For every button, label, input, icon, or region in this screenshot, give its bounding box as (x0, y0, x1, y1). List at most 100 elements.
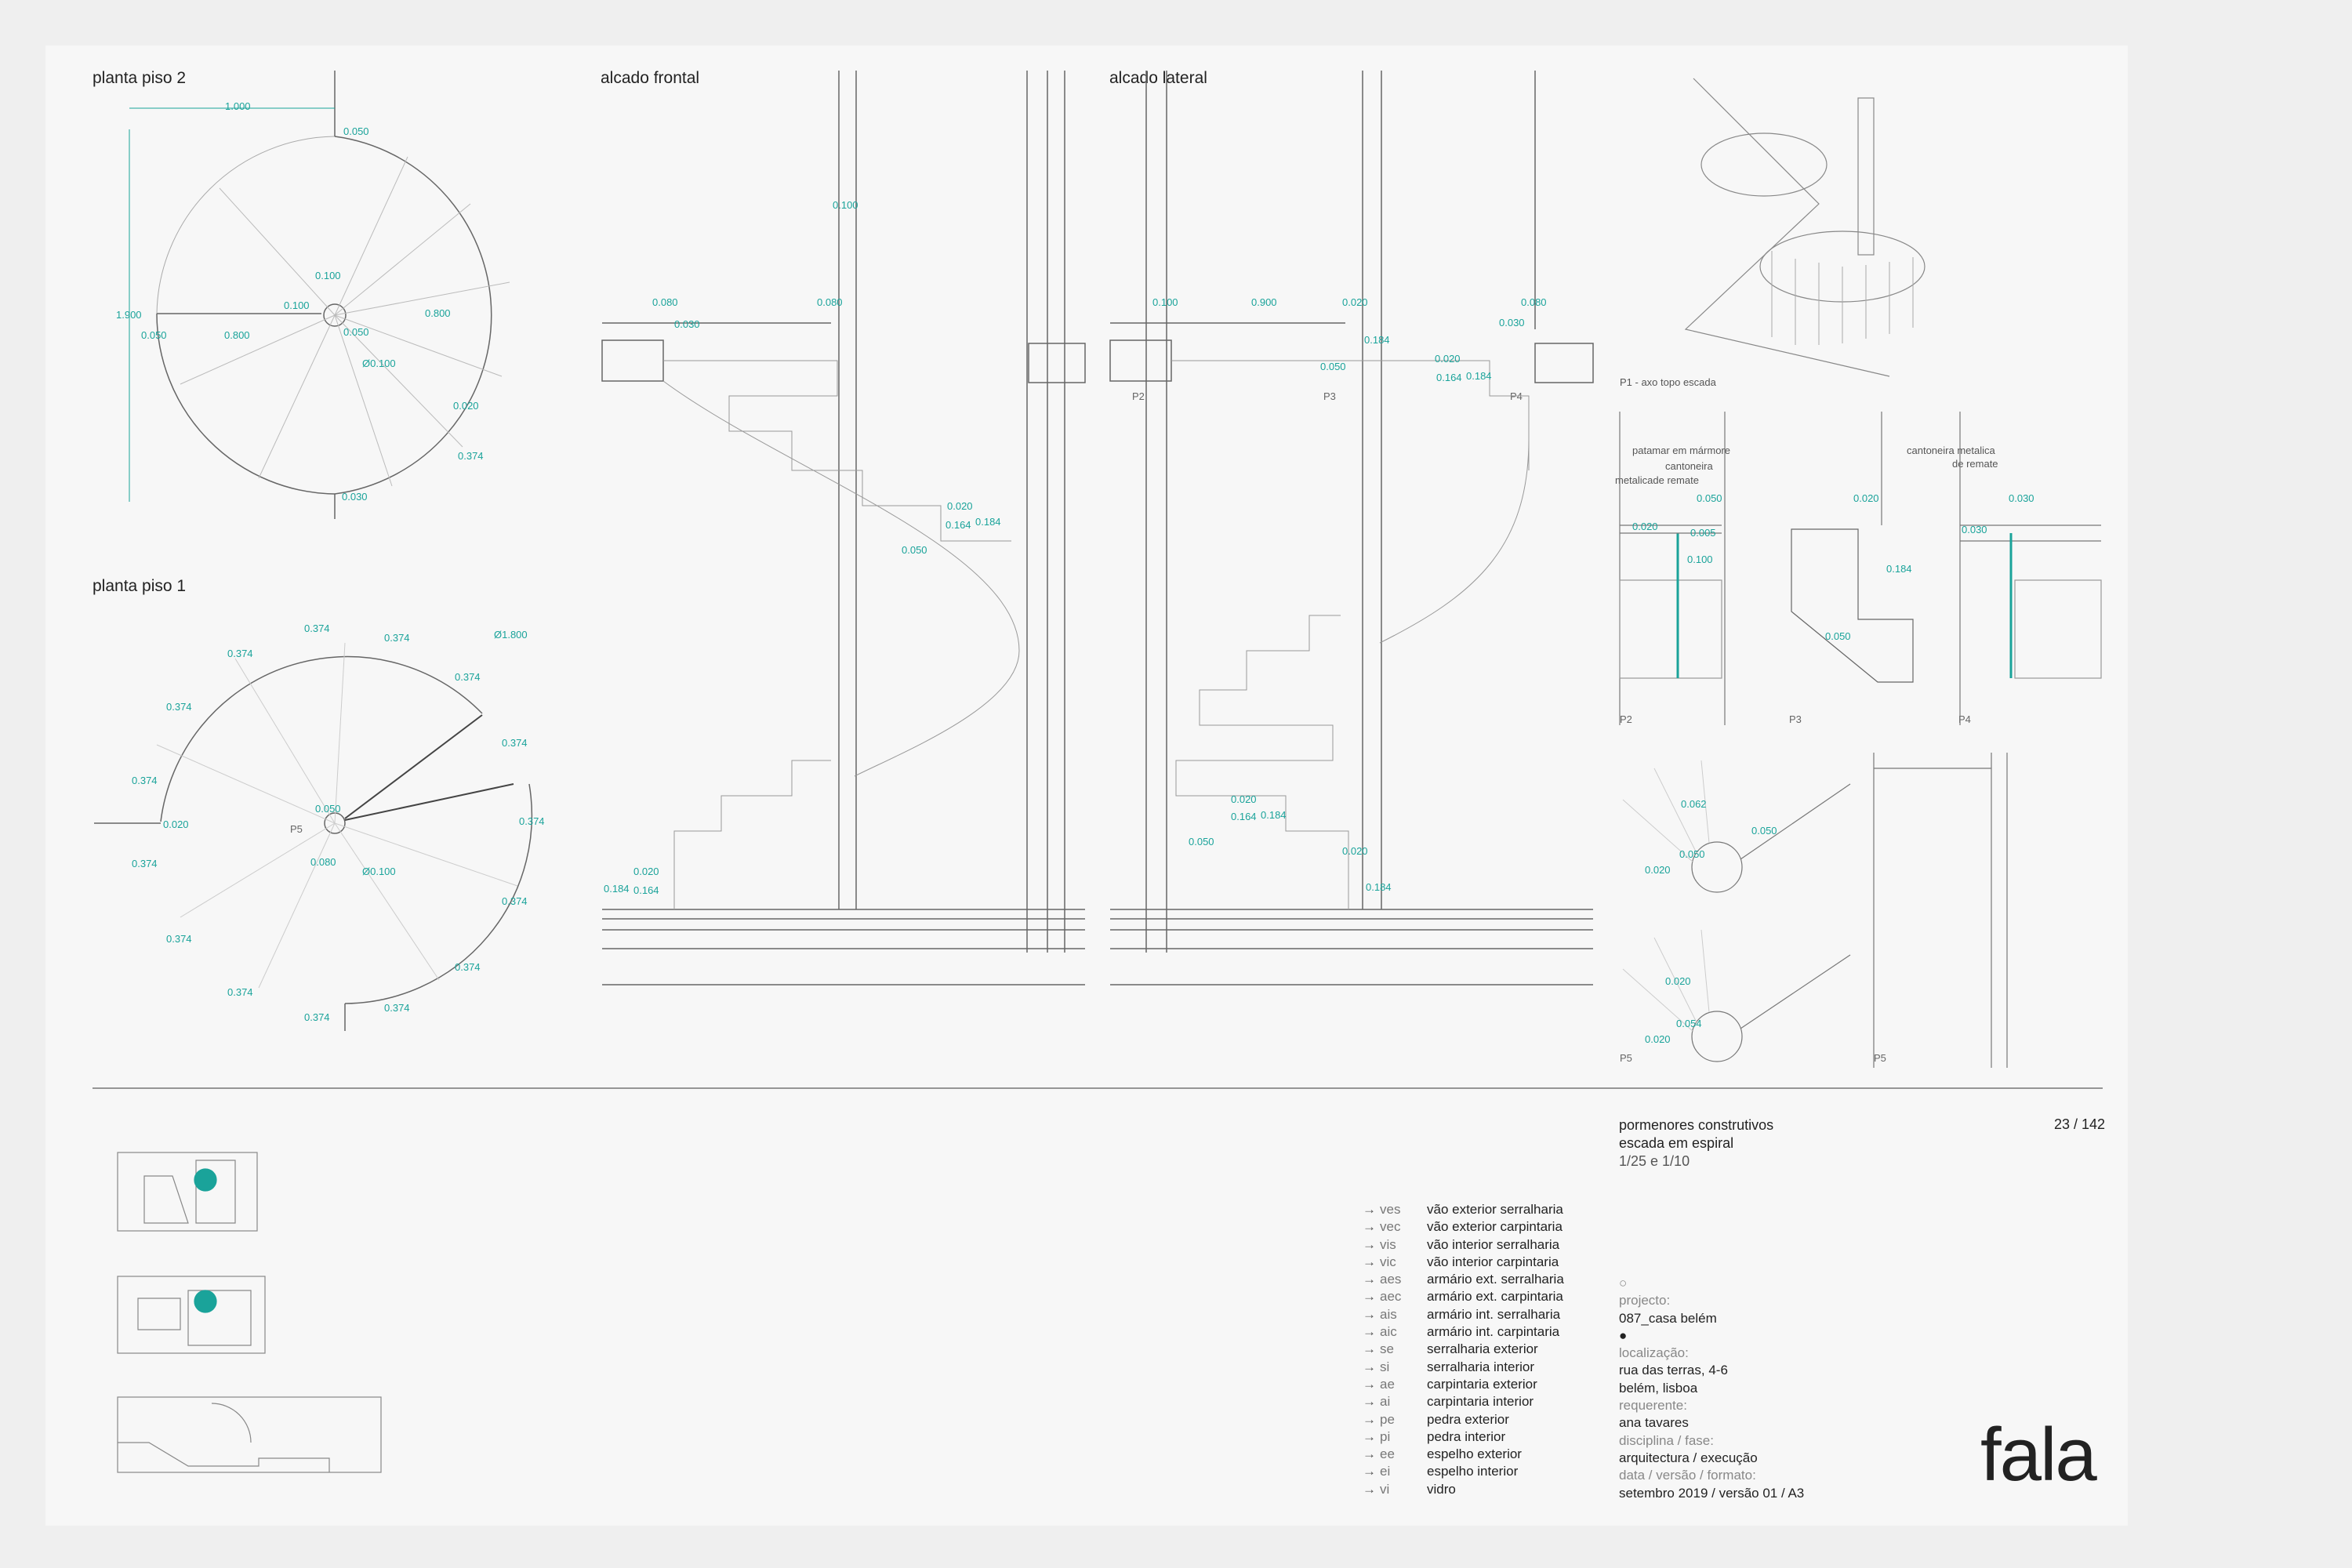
label-planta-piso-2: planta piso 2 (93, 69, 187, 87)
dim-p2-8: 0.050 (141, 329, 167, 341)
legend-text: armário ext. serralharia (1427, 1272, 1564, 1287)
legend-text: serralharia interior (1427, 1359, 1534, 1374)
legend-text: carpintaria interior (1427, 1394, 1534, 1410)
dim-f-7: 0.184 (975, 516, 1001, 528)
dim-d-13: 0.020 (1645, 864, 1671, 876)
legend-text: espelho interior (1427, 1464, 1519, 1479)
label-planta-piso-1: planta piso 1 (93, 577, 187, 595)
dim-d-14: 0.020 (1665, 975, 1691, 987)
legend-text: vão exterior serralharia (1427, 1202, 1563, 1217)
plan-piso-2-dims: 1.000 0.050 0.100 0.100 0.050 0.800 1.90… (116, 100, 484, 503)
dim-l-13: 0.184 (1261, 809, 1287, 821)
data-value: setembro 2019 / versão 01 / A3 (1619, 1485, 1805, 1501)
legend-code: vic (1380, 1254, 1396, 1269)
dim-l-3: 0.020 (1342, 296, 1368, 308)
marker-filled: ● (1619, 1327, 1628, 1343)
dim-d-4: 0.100 (1687, 554, 1713, 565)
note-patamar: patamar em mármore (1632, 445, 1730, 456)
arrow-right-icon: → (1363, 1394, 1376, 1410)
projecto-value: 087_casa belém (1619, 1310, 1717, 1326)
arrow-right-icon: → (1363, 1428, 1376, 1444)
dim-p2-6: 0.800 (425, 307, 451, 319)
disciplina-label: disciplina / fase: (1619, 1432, 1714, 1448)
dim-d-2: 0.020 (1632, 521, 1658, 532)
arrow-right-icon: → (1363, 1481, 1376, 1497)
key-plan-1 (117, 1152, 258, 1232)
dim-p1-15: 0.374 (227, 986, 253, 998)
dim-f-1: 0.100 (833, 199, 858, 211)
dim-p1-18: 0.050 (315, 803, 341, 815)
localizacao-value-2: belém, lisboa (1619, 1380, 1698, 1396)
dim-l-11: 0.020 (1231, 793, 1257, 805)
legend-text: espelho exterior (1427, 1446, 1522, 1462)
legend-code: aes (1380, 1272, 1402, 1287)
dim-p2-9: 0.800 (224, 329, 250, 341)
dim-p1-19: P5 (290, 823, 303, 835)
details-p5 (1622, 753, 2008, 1068)
arrow-right-icon: → (1363, 1202, 1376, 1217)
dim-l-6: 0.020 (1435, 353, 1461, 365)
dim-d-8: 0.030 (1962, 524, 1987, 535)
section-p2-elev: P2 (1132, 390, 1145, 402)
dim-f-4: 0.080 (817, 296, 843, 308)
legend-text: pedra interior (1427, 1428, 1506, 1444)
legend-code: si (1380, 1359, 1390, 1374)
dim-d-5: 0.020 (1853, 492, 1879, 504)
legend-text: serralharia exterior (1427, 1341, 1538, 1357)
dim-p1-21: Ø0.100 (362, 866, 396, 877)
dim-p1-13: 0.374 (166, 933, 192, 945)
dim-d-3: 0.005 (1690, 527, 1716, 539)
dim-p2-1: 1.000 (225, 100, 251, 112)
title-scale: 1/25 e 1/10 (1619, 1153, 1690, 1169)
legend-row: →ee espelho exterior (1363, 1446, 1564, 1463)
legend-text: vão interior carpintaria (1427, 1254, 1559, 1269)
arrow-right-icon: → (1363, 1446, 1376, 1462)
section-p3-detail: P3 (1789, 713, 1802, 725)
dim-p2-11: 0.020 (453, 400, 479, 412)
dim-d-1: 0.050 (1697, 492, 1722, 504)
dim-p2-4: 0.100 (284, 299, 310, 311)
note-cantoneira-b2: de remate (1952, 458, 1998, 470)
dim-l-4: 0.184 (1364, 334, 1390, 346)
arrow-right-icon: → (1363, 1324, 1376, 1340)
dim-p1-6: 0.374 (166, 701, 192, 713)
dim-l-7: 0.164 (1436, 372, 1462, 383)
legend-code: ei (1380, 1464, 1391, 1479)
data-label: data / versão / formato: (1619, 1468, 1756, 1483)
dim-p1-12: 0.374 (502, 895, 528, 907)
dim-f-11: 0.164 (633, 884, 659, 896)
marker-open: ○ (1619, 1276, 1628, 1290)
legend-text: pedra exterior (1427, 1411, 1509, 1427)
legend-code: vec (1380, 1219, 1401, 1235)
dim-d-6: 0.184 (1886, 563, 1912, 575)
axo-view (1684, 78, 1926, 377)
sheet-title: pormenores construtivos escada em espira… (1619, 1116, 1773, 1171)
label-alcado-lateral: alcado lateral (1109, 69, 1207, 87)
section-p2-detail: P2 (1620, 713, 1632, 725)
dim-f-9: 0.020 (633, 866, 659, 877)
arrow-right-icon: → (1363, 1376, 1376, 1392)
dim-f-6: 0.164 (946, 519, 971, 531)
dim-l-14: 0.050 (1189, 836, 1214, 848)
dim-f-8: 0.050 (902, 544, 927, 556)
dim-p1-8: 0.374 (132, 775, 158, 786)
arrow-right-icon: → (1363, 1219, 1376, 1235)
label-axo: P1 - axo topo escada (1620, 376, 1716, 388)
legend-code: pe (1380, 1411, 1395, 1427)
title-line-1: pormenores construtivos (1619, 1117, 1774, 1133)
dim-p2-3: 0.100 (315, 270, 341, 281)
legend-text: armário int. carpintaria (1427, 1324, 1560, 1340)
legend-text: vidro (1427, 1481, 1456, 1497)
legend-text: vão exterior carpintaria (1427, 1219, 1563, 1235)
details-p2-p4 (1619, 412, 2102, 725)
legend-code: ee (1380, 1446, 1395, 1462)
dim-l-5: 0.050 (1320, 361, 1346, 372)
dim-p2-5: 0.050 (343, 326, 369, 338)
